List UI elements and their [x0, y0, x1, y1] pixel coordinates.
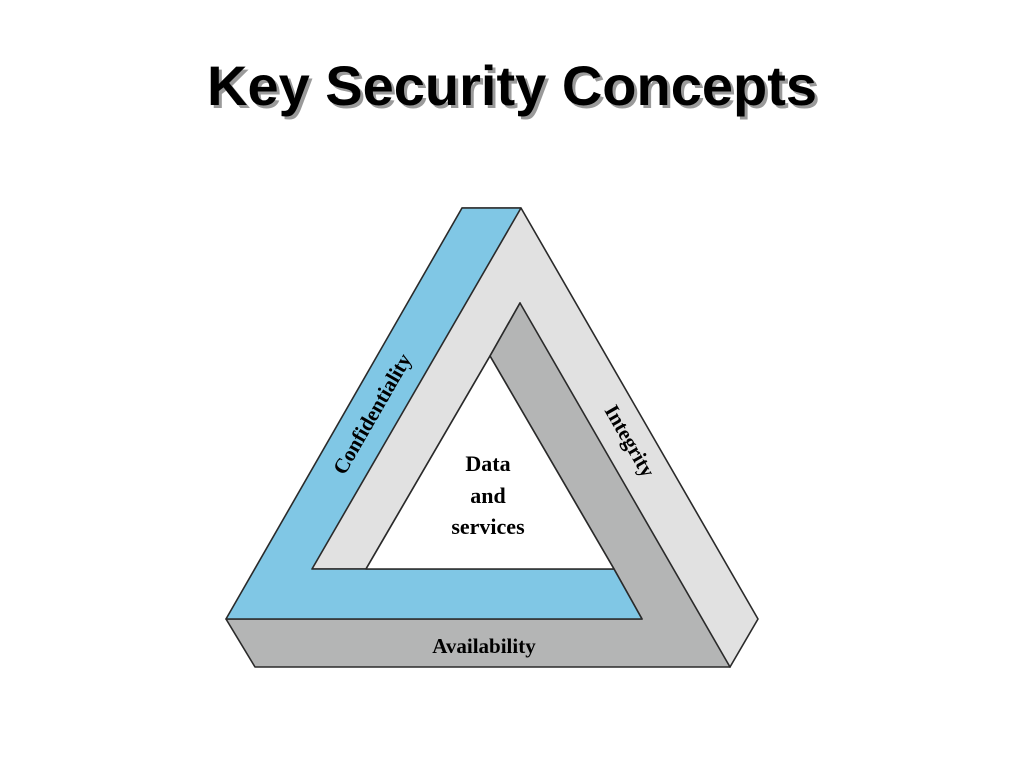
center-label-line-1: Data: [465, 451, 510, 476]
center-label-line-2: and: [470, 483, 505, 508]
center-label-line-3: services: [451, 514, 525, 539]
availability-label: Availability: [432, 634, 536, 658]
inner-hole: [365, 355, 615, 570]
slide-title: Key Security Concepts: [207, 54, 817, 117]
